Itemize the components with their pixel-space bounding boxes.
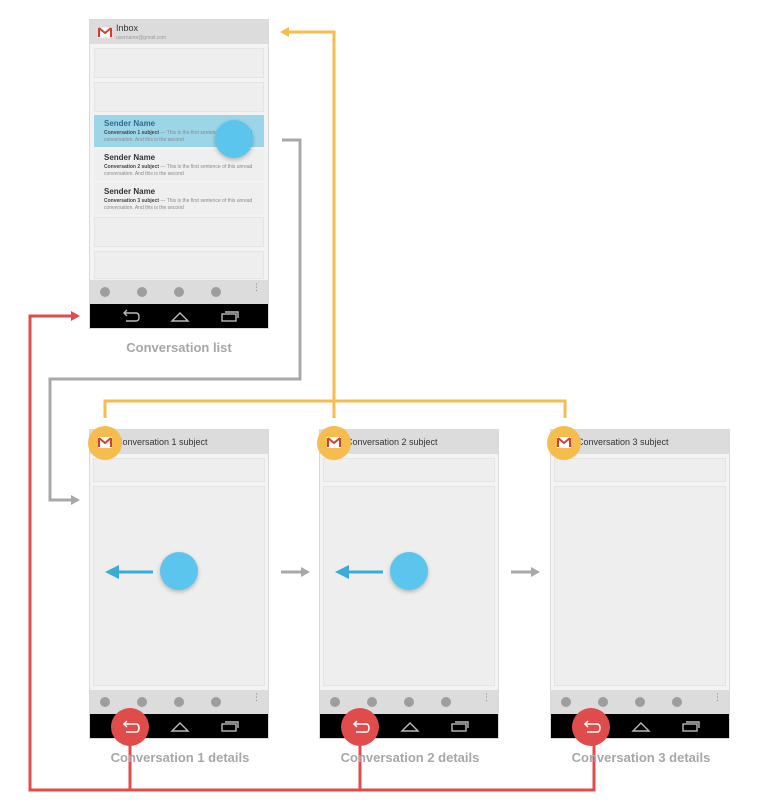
conversation-1-caption: Conversation 1 details xyxy=(110,750,250,765)
home-icon[interactable] xyxy=(400,719,420,733)
conversation-body xyxy=(554,486,726,686)
message-preview: — This is the first sentence of this unr… xyxy=(104,164,253,177)
overflow-menu-icon[interactable]: ⋮ xyxy=(252,692,261,702)
action-button[interactable] xyxy=(561,697,571,707)
red-arrowhead xyxy=(71,311,80,321)
conversation-title: Conversation 3 subject xyxy=(577,437,669,447)
action-button[interactable] xyxy=(635,697,645,707)
message-subject: Conversation 1 subject xyxy=(104,130,160,136)
conversation-2-caption: Conversation 2 details xyxy=(340,750,480,765)
action-button[interactable] xyxy=(137,697,147,707)
message-preview: — This is the first sentence of this unr… xyxy=(104,198,253,211)
action-button[interactable] xyxy=(174,697,184,707)
swipe-touch-indicator xyxy=(160,552,198,590)
back-icon xyxy=(352,720,370,733)
sender-name: Sender Name xyxy=(104,153,156,162)
action-button[interactable] xyxy=(441,697,451,707)
yellow-up-connector xyxy=(288,30,336,418)
action-button[interactable] xyxy=(100,287,110,297)
message-subject: Conversation 3 subject xyxy=(104,198,160,204)
home-icon[interactable] xyxy=(170,309,190,323)
action-button[interactable] xyxy=(672,697,682,707)
overflow-menu-icon[interactable]: ⋮ xyxy=(252,282,261,292)
sender-name: Sender Name xyxy=(104,119,156,128)
action-button[interactable] xyxy=(100,697,110,707)
back-button-highlight[interactable] xyxy=(572,708,610,746)
list-item-empty[interactable] xyxy=(94,82,264,112)
action-button[interactable] xyxy=(137,287,147,297)
home-icon[interactable] xyxy=(631,719,651,733)
red-back-connector xyxy=(28,314,596,792)
conversation-1-screen: Conversation 1 subject ⋮ xyxy=(90,430,268,738)
action-button[interactable] xyxy=(404,697,414,707)
swipe-left-arrow-icon xyxy=(105,565,153,579)
inbox-screen: Inbox username@gmail.com Sender Name Con… xyxy=(90,20,268,328)
inbox-bottom-action-bar: ⋮ xyxy=(90,280,268,304)
inbox-caption: Conversation list xyxy=(126,340,232,355)
action-button[interactable] xyxy=(367,697,377,707)
gray-open-connector xyxy=(48,138,302,502)
conversation-title: Conversation 1 subject xyxy=(116,437,208,447)
sender-name: Sender Name xyxy=(104,187,156,196)
action-button[interactable] xyxy=(598,697,608,707)
home-icon[interactable] xyxy=(170,719,190,733)
detail-header-row xyxy=(93,458,265,482)
list-item-empty[interactable] xyxy=(94,217,264,247)
gmail-icon xyxy=(98,437,112,448)
list-item-empty[interactable] xyxy=(94,251,264,279)
gmail-icon xyxy=(98,27,112,38)
gray-next-arrowhead-2 xyxy=(531,567,540,577)
back-button-highlight[interactable] xyxy=(341,708,379,746)
overflow-menu-icon[interactable]: ⋮ xyxy=(713,692,722,702)
gmail-icon xyxy=(327,437,341,448)
detail-bottom-action-bar: ⋮ xyxy=(90,690,268,714)
yellow-bridge-connector xyxy=(103,399,567,418)
message-snippet: Conversation 1 subject — This is the fir… xyxy=(104,130,254,144)
action-button[interactable] xyxy=(174,287,184,297)
back-button-highlight[interactable] xyxy=(111,708,149,746)
message-subject: Conversation 2 subject xyxy=(104,164,160,170)
conversation-3-screen: Conversation 3 subject ⋮ xyxy=(551,430,729,738)
inbox-action-bar: Inbox username@gmail.com xyxy=(90,20,268,44)
gmail-app-icon-badge[interactable] xyxy=(88,426,122,460)
conversation-3-caption: Conversation 3 details xyxy=(571,750,711,765)
yellow-arrowhead xyxy=(280,27,289,37)
message-preview: — This is the first sentence of this unr… xyxy=(104,130,253,143)
tap-indicator xyxy=(215,120,253,158)
gmail-app-icon-badge[interactable] xyxy=(547,426,581,460)
message-snippet: Conversation 2 subject — This is the fir… xyxy=(104,164,254,178)
back-icon xyxy=(583,720,601,733)
swipe-touch-indicator xyxy=(390,552,428,590)
message-snippet: Conversation 3 subject — This is the fir… xyxy=(104,198,254,212)
detail-header-row xyxy=(323,458,495,482)
gray-next-arrowhead-1 xyxy=(301,567,310,577)
list-item-conversation-3[interactable]: Sender Name Conversation 3 subject — Thi… xyxy=(94,183,264,215)
action-button[interactable] xyxy=(211,287,221,297)
account-email: username@gmail.com xyxy=(116,35,167,41)
gmail-app-icon-badge[interactable] xyxy=(317,426,351,460)
back-icon[interactable] xyxy=(120,309,140,323)
recents-icon[interactable] xyxy=(681,719,701,733)
back-icon xyxy=(122,720,140,733)
conversation-title: Conversation 2 subject xyxy=(346,437,438,447)
overflow-menu-icon[interactable]: ⋮ xyxy=(482,692,491,702)
list-item-empty[interactable] xyxy=(94,48,264,78)
gmail-icon xyxy=(557,437,571,448)
recents-icon[interactable] xyxy=(450,719,470,733)
detail-bottom-action-bar: ⋮ xyxy=(320,690,498,714)
recents-icon[interactable] xyxy=(220,719,240,733)
inbox-title: Inbox xyxy=(116,23,139,33)
detail-bottom-action-bar: ⋮ xyxy=(551,690,729,714)
action-button[interactable] xyxy=(211,697,221,707)
conversation-2-screen: Conversation 2 subject ⋮ xyxy=(320,430,498,738)
recents-icon[interactable] xyxy=(220,309,240,323)
detail-header-row xyxy=(554,458,726,482)
swipe-left-arrow-icon xyxy=(335,565,383,579)
action-button[interactable] xyxy=(330,697,340,707)
gray-arrowhead xyxy=(71,495,80,505)
system-nav-bar xyxy=(90,304,268,328)
